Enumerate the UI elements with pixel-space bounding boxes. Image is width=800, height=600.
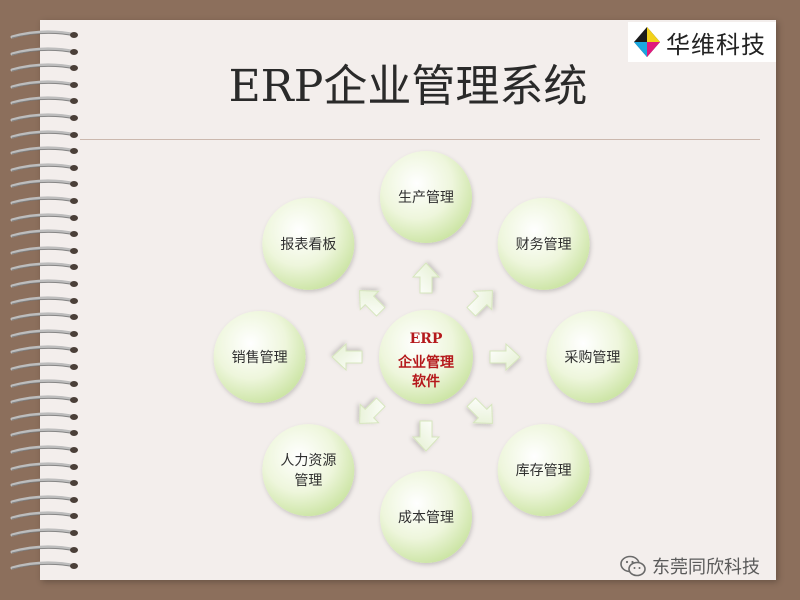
binding-ring bbox=[10, 511, 78, 520]
binding-ring bbox=[10, 163, 78, 172]
binding-ring bbox=[10, 412, 78, 421]
binding-ring bbox=[10, 495, 78, 504]
binding-ring bbox=[10, 196, 78, 205]
flow-arrow-sales bbox=[331, 342, 363, 372]
module-label: 销售管理 bbox=[232, 350, 288, 366]
wechat-watermark: 东莞同欣科技 bbox=[620, 553, 760, 579]
center-node: ERP 企业管理 软件 bbox=[379, 310, 473, 404]
binding-ring bbox=[10, 462, 78, 471]
center-circle bbox=[379, 310, 473, 404]
binding-ring bbox=[10, 296, 78, 305]
binding-ring bbox=[10, 96, 78, 105]
binding-ring bbox=[10, 395, 78, 404]
diamond-logo-icon bbox=[634, 27, 660, 57]
module-label: 采购管理 bbox=[564, 350, 620, 366]
binding-ring bbox=[10, 262, 78, 271]
binding-ring bbox=[10, 80, 78, 89]
binding-ring bbox=[10, 345, 78, 354]
flow-arrow-cost bbox=[411, 420, 441, 452]
binding-ring bbox=[10, 545, 78, 554]
binding-ring bbox=[10, 561, 78, 570]
center-label-line2: 企业管理 bbox=[397, 354, 454, 371]
flow-arrow-finance bbox=[466, 290, 493, 317]
module-label: 报表看板 bbox=[280, 237, 336, 253]
binding-ring bbox=[10, 312, 78, 321]
module-label: 人力资源 bbox=[280, 453, 336, 469]
page-title: ERP企业管理系统 bbox=[228, 61, 588, 112]
binding-ring bbox=[10, 445, 78, 454]
module-circle bbox=[262, 197, 355, 290]
binding-ring bbox=[10, 478, 78, 487]
binding-ring bbox=[10, 30, 78, 39]
binding-ring bbox=[10, 213, 78, 222]
module-label: 库存管理 bbox=[516, 463, 572, 479]
module-circle bbox=[262, 424, 355, 517]
binding-ring bbox=[10, 229, 78, 238]
center-label-erp: ERP bbox=[410, 331, 443, 347]
module-node-inventory: 库存管理 bbox=[497, 424, 590, 517]
module-node-reports: 报表看板 bbox=[262, 197, 355, 290]
flow-arrow-inventory bbox=[466, 397, 493, 424]
wechat-icon bbox=[620, 555, 646, 577]
logo-text: 华维科技 bbox=[666, 30, 766, 59]
binding-ring bbox=[10, 379, 78, 388]
binding-ring bbox=[10, 130, 78, 139]
binding-ring bbox=[10, 146, 78, 155]
binding-ring bbox=[10, 279, 78, 288]
center-label-line3: 软件 bbox=[412, 373, 440, 390]
binding-ring bbox=[10, 362, 78, 371]
module-node-purchasing: 采购管理 bbox=[546, 311, 639, 403]
module-circle bbox=[497, 424, 590, 517]
module-node-cost: 成本管理 bbox=[380, 471, 472, 563]
module-circle bbox=[497, 197, 590, 290]
title-divider bbox=[80, 139, 760, 140]
module-node-sales: 销售管理 bbox=[213, 311, 306, 403]
module-label: 财务管理 bbox=[516, 237, 572, 253]
module-circle bbox=[213, 311, 306, 403]
module-label: 管理 bbox=[294, 473, 322, 489]
binding-ring bbox=[10, 179, 78, 188]
module-node-production: 生产管理 bbox=[380, 151, 472, 243]
module-circle bbox=[380, 151, 472, 243]
binding-ring bbox=[10, 329, 78, 338]
binding-ring bbox=[10, 246, 78, 255]
module-label: 成本管理 bbox=[398, 510, 454, 526]
watermark-text: 东莞同欣科技 bbox=[652, 557, 760, 578]
module-label: 生产管理 bbox=[398, 190, 454, 206]
binding-ring bbox=[10, 63, 78, 72]
brand-logo: 华维科技 bbox=[628, 22, 776, 62]
flow-arrow-purchasing bbox=[489, 342, 521, 372]
binding-ring bbox=[10, 113, 78, 122]
module-circle bbox=[380, 471, 472, 563]
binding-ring bbox=[10, 428, 78, 437]
flow-arrow-hr bbox=[359, 397, 386, 424]
flow-arrow-production bbox=[411, 262, 441, 294]
binding-ring bbox=[10, 528, 78, 537]
flow-arrow-reports bbox=[359, 290, 386, 317]
module-node-finance: 财务管理 bbox=[497, 197, 590, 290]
module-circle bbox=[546, 311, 639, 403]
binding-ring bbox=[10, 47, 78, 56]
